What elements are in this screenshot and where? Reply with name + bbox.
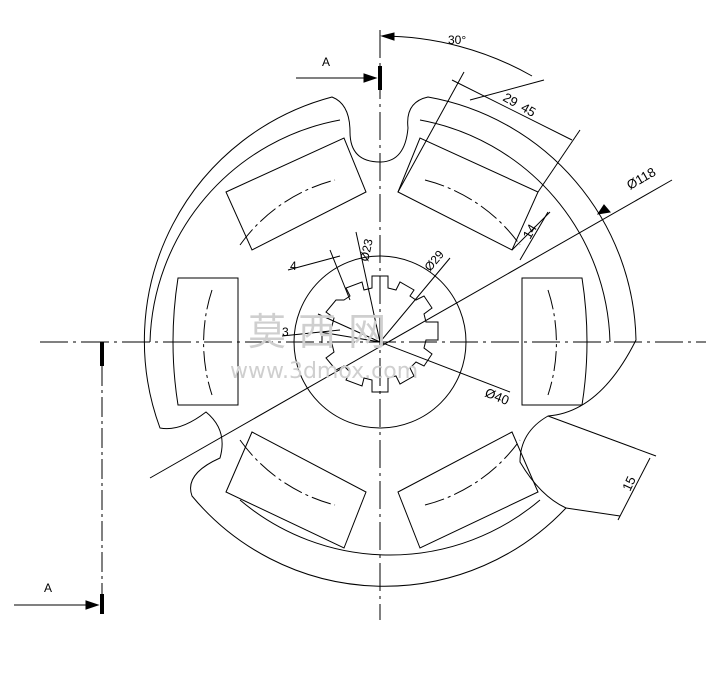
leader-3 [281,329,341,337]
dim-14-line [511,211,551,251]
spline-bore [321,275,439,393]
section-label-top: A [322,55,330,69]
pole-top-left [225,137,367,251]
pitch-arc-left [203,289,213,396]
spline-ray-2 [319,331,381,343]
body-inner-arc-bottom [239,499,541,556]
label-4: 4 [290,259,297,273]
label-45: 45 [519,100,539,120]
label-d40: Ø40 [483,385,511,408]
pole-bottom-left [225,431,367,549]
pitch-arc-right [547,289,557,396]
leader-4 [287,255,341,271]
label-d118: Ø118 [624,164,658,192]
leader-d118 [149,179,673,479]
watermark-url: www.3dmox.com [230,359,418,384]
dim-15-ext-2 [565,507,621,517]
pole-bottom-right [397,431,539,549]
pitch-arc-bottom-left [239,439,336,506]
pole-left [172,277,239,406]
label-d23: Ø23 [357,237,375,262]
pitch-arc-top-left [239,179,336,246]
leader-d29 [379,257,451,343]
body-inner-arc [419,119,611,343]
angle-dim-arrow-a [380,32,395,41]
body-inner-arc-left [149,119,341,343]
label-14: 14 [520,221,540,241]
label-3: 3 [282,325,289,339]
pitch-arc-bottom-right [424,439,521,506]
leader-d23 [355,231,381,343]
pitch-arc-top-right [424,179,521,246]
circle-d40 [293,255,467,429]
dim-ext-1 [397,71,465,193]
section-arrow-top-head [363,73,378,83]
dim-15-line [617,457,651,521]
dim-15-ext-1 [547,415,657,457]
leader-4-b [329,249,351,301]
spline-ray-1 [317,313,381,343]
dim-ext-2 [537,129,581,193]
section-label-bottom: A [44,581,52,595]
label-d29: Ø29 [422,247,448,274]
label-15: 15 [619,474,639,493]
angle-dim-arc [381,35,533,77]
dim-line-45 [451,79,573,141]
dim-line-29 [469,79,545,101]
label-29: 29 [501,90,521,110]
pole-right [521,277,588,406]
label-angle: 30° [448,33,466,47]
leader-d118-arrow [596,204,611,215]
outer-body-outline [143,96,637,587]
watermark-title: 莫 西 网 [248,310,386,354]
dim-14-ext [519,211,549,261]
section-arrow-bottom-head [85,600,100,610]
leader-d40 [379,341,511,393]
